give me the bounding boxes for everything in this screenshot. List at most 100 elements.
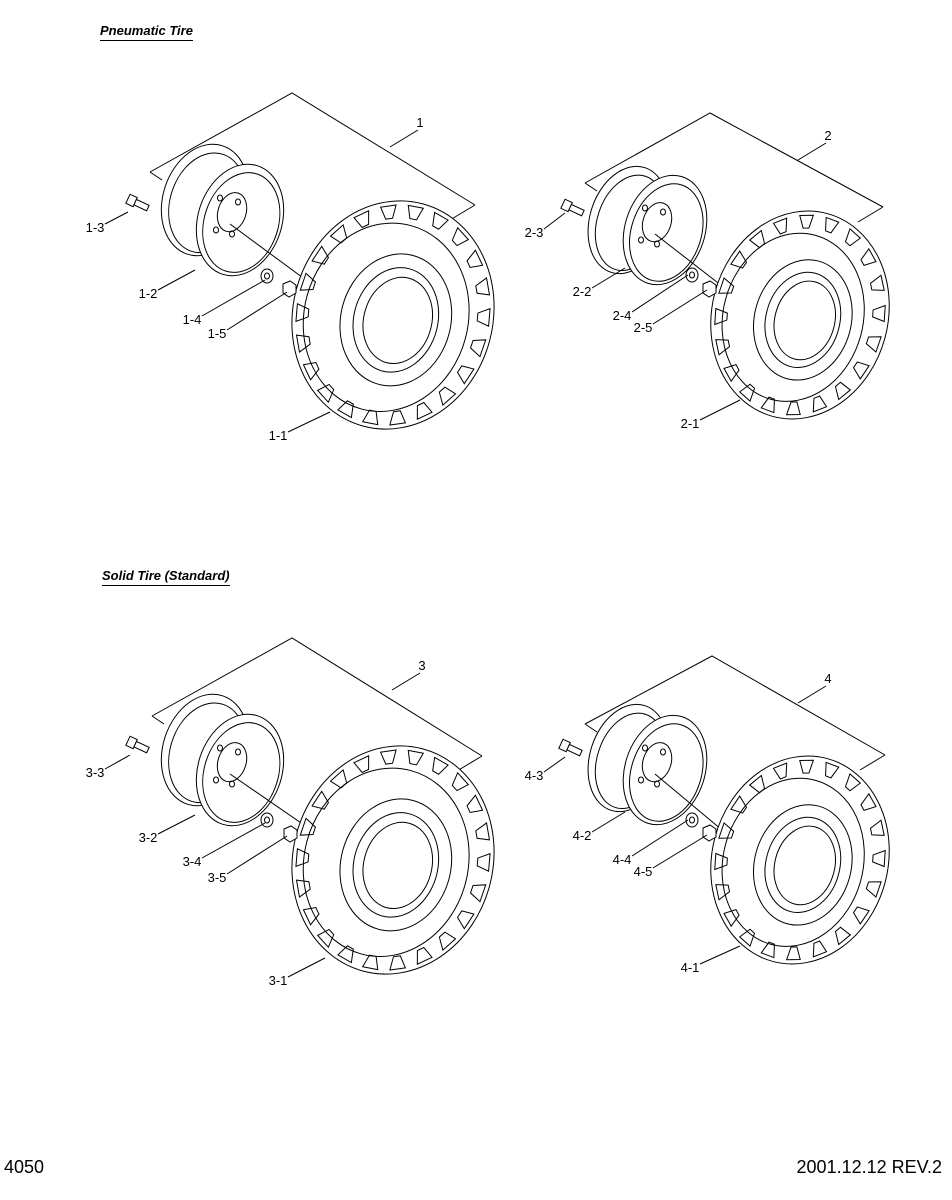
part-label: 1-5 xyxy=(208,326,227,341)
tread-block xyxy=(718,822,735,839)
tire-sidewall xyxy=(752,804,853,926)
bolt-shank xyxy=(566,743,583,757)
tread-block xyxy=(316,383,335,404)
rim-front xyxy=(622,714,708,826)
tread-block xyxy=(353,209,370,229)
tread-block xyxy=(860,247,877,266)
bolt-hole xyxy=(213,226,219,234)
part-label: 2-4 xyxy=(613,308,632,323)
tread-block xyxy=(329,768,348,789)
part-leader xyxy=(287,957,326,978)
tread-block xyxy=(714,307,728,326)
part-label: 3-2 xyxy=(139,830,158,845)
tread-block xyxy=(416,401,433,421)
tire-outer xyxy=(710,755,890,965)
rim-front-lip xyxy=(202,722,281,823)
tread-block xyxy=(316,928,335,949)
tread-block xyxy=(748,774,766,794)
tread-block xyxy=(407,204,425,221)
part-leader xyxy=(201,279,266,317)
tread-block xyxy=(466,249,484,269)
tread-block xyxy=(361,409,379,426)
assembly-bracket xyxy=(151,637,483,757)
part-leader xyxy=(543,756,566,773)
tread-block xyxy=(812,940,828,958)
tread-block xyxy=(834,926,852,946)
tread-block xyxy=(723,909,740,928)
rim-hub xyxy=(641,202,673,243)
tire-outer xyxy=(291,745,495,975)
tread-block xyxy=(438,386,457,407)
tread-block xyxy=(295,334,311,353)
tread-block xyxy=(469,339,487,358)
part-label: 3-5 xyxy=(208,870,227,885)
tread-block xyxy=(353,754,370,774)
tire-bore xyxy=(362,276,433,365)
bolt-hole xyxy=(660,748,666,756)
bolt-shank xyxy=(133,740,150,754)
part-leader xyxy=(543,212,566,230)
part-leader xyxy=(652,289,708,325)
section-title-text: Pneumatic Tire xyxy=(100,23,193,41)
part-leader xyxy=(287,411,331,433)
bolt-hole xyxy=(638,236,644,244)
tread-block xyxy=(302,906,320,926)
assembly-3: 33-13-23-33-43-5 xyxy=(86,637,495,988)
tread-block xyxy=(451,226,470,247)
tire-outer xyxy=(710,210,890,420)
part-leader xyxy=(157,269,196,291)
part-leader xyxy=(652,834,708,869)
part-label: 2-5 xyxy=(634,320,653,335)
tire-shoulder xyxy=(302,222,470,412)
tire-shoulder xyxy=(721,232,865,402)
tread-block xyxy=(295,303,310,323)
washer xyxy=(260,812,274,828)
tread-block xyxy=(299,817,317,836)
bolt-hole xyxy=(654,780,660,788)
washer xyxy=(260,268,274,284)
tread-block xyxy=(730,795,748,814)
nut xyxy=(282,280,297,298)
part-label: 1-1 xyxy=(269,428,288,443)
part-label: 3-4 xyxy=(183,854,202,869)
tread-block xyxy=(872,304,886,323)
bolt-hole xyxy=(642,744,648,752)
tread-block xyxy=(379,204,397,220)
tread-block xyxy=(456,910,475,930)
part-label: 1-4 xyxy=(183,312,202,327)
bolt-hole xyxy=(660,208,666,216)
rim-hub xyxy=(641,742,673,783)
tread-block xyxy=(844,228,862,247)
assembly-number-leader xyxy=(391,672,421,691)
bolt-hole xyxy=(229,230,235,238)
tire-bore xyxy=(773,280,836,361)
bolt-hole xyxy=(217,744,223,752)
washer-hole xyxy=(689,271,695,279)
bolt-hole xyxy=(229,780,235,788)
tread-block xyxy=(865,881,882,898)
rim-front xyxy=(622,174,708,286)
tire-bore xyxy=(362,821,433,910)
tread-block xyxy=(407,749,425,766)
rim-front-lip xyxy=(629,723,704,822)
tread-block xyxy=(748,229,766,249)
tread-block xyxy=(865,336,882,353)
tire-shoulder xyxy=(721,777,865,947)
assembly-number-leader xyxy=(797,685,827,704)
tread-block xyxy=(785,946,801,961)
assembly-number: 3 xyxy=(418,658,425,673)
part-leader xyxy=(631,819,689,857)
section-title-solid: Solid Tire (Standard) xyxy=(102,568,230,586)
tire-shoulder xyxy=(302,767,470,957)
tread-block xyxy=(337,400,354,419)
tread-block xyxy=(302,361,320,381)
tread-block xyxy=(718,277,735,294)
tread-block xyxy=(475,277,491,296)
rim-front xyxy=(195,713,285,827)
tread-block xyxy=(379,749,397,765)
bolt-hole xyxy=(235,198,241,206)
bracket-tail xyxy=(456,755,483,772)
assembly-2: 22-12-22-32-42-5 xyxy=(525,112,890,431)
tire-bore xyxy=(773,825,836,906)
assembly-number: 4 xyxy=(824,671,831,686)
